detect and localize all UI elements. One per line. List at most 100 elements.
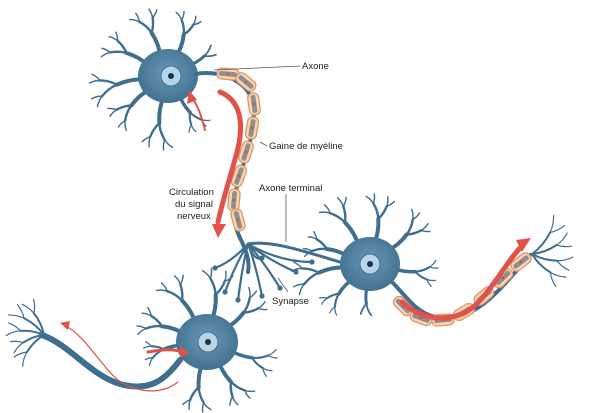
neuron-top-dendrite-branch — [129, 18, 141, 23]
neuron-right-dendrite-branch — [298, 283, 305, 296]
axon-terminal-branch — [246, 242, 282, 290]
neuron-right-dendrite-branch — [411, 208, 414, 221]
neuron-right-dendrite-branch — [412, 212, 421, 221]
neuron-top-dendrite-branch — [175, 11, 183, 21]
neuron-top-dendrite-branch — [203, 53, 217, 58]
neuron-bottom-axon-end-dendrite-branch — [8, 322, 21, 332]
neuron-bottom-dendrite-branch — [197, 386, 205, 404]
myelin-top-node — [237, 174, 241, 178]
label-circulation-1: Circulation — [169, 187, 214, 198]
neuron-bottom-dendrite-branch — [144, 357, 154, 361]
neuron-top-dendrite-branch — [124, 119, 127, 132]
neuron-right-dendrite-branch — [428, 259, 437, 268]
neuron-bottom-dendrite-branch — [242, 307, 260, 314]
neuron-bottom-dendrite-branch — [155, 289, 168, 292]
neuron-bottom-dendrite-branch — [173, 275, 182, 285]
neuron-right-dendrite-branch — [386, 196, 389, 207]
neuron-right-dendrite-branch — [293, 261, 303, 270]
axon-terminal-link — [246, 241, 342, 264]
neuron-bottom-dendrite-branch — [257, 307, 268, 311]
neuron-right-axon-end-dendrite-branch — [556, 260, 570, 271]
neuron-right-axon-end-dendrite-branch — [549, 271, 567, 278]
neuron-right-dendrite-branch — [342, 196, 347, 207]
label-gaine: Gaine de myéline — [269, 141, 343, 152]
neuron-bottom-axon — [39, 332, 183, 390]
synapse-bulb — [277, 285, 283, 291]
synapse-bulb — [309, 259, 315, 265]
neuron-bottom-dendrite-branch — [267, 354, 278, 359]
neuron-top-dendrite-branch — [158, 122, 166, 141]
arrowhead-axon-right — [516, 238, 531, 252]
neuron-right-dendrite-branch — [372, 202, 380, 220]
neuron-right-dendrite-branch — [426, 278, 432, 287]
leader-synapse — [277, 277, 289, 293]
neuron-right-axon-end-dendrite-branch — [531, 253, 559, 262]
neuron-bottom-dendrite-branch — [243, 389, 256, 393]
neuron-top-dendrite-branch — [149, 122, 161, 138]
neuron-bottom-dendrite-branch — [160, 282, 168, 292]
neuron-bottom-dendrite-branch — [209, 277, 217, 296]
arrowhead-dendrite-bottom — [180, 346, 189, 358]
neuron-bottom-axon-end-dendrite-branch — [22, 351, 28, 367]
neuron-top-dendrite-branch — [123, 104, 133, 122]
neuron-bottom-dendrite-branch — [249, 290, 258, 299]
neuron-bottom-dendrite-branch — [137, 327, 147, 336]
neuron-bottom-dendrite-branch — [267, 348, 277, 357]
neuron-bottom-dendrite-branch — [242, 296, 252, 314]
neuron-bottom-dendrite-branch — [224, 270, 227, 282]
neuron-right-axon-end-dendrite-branch — [549, 271, 557, 288]
myelin-top-node — [236, 218, 240, 222]
neuron-bottom-dendrite-branch — [229, 380, 246, 392]
neuron-right-dendrite-branch — [359, 302, 368, 315]
neuron-right-dendrite-branch — [329, 212, 347, 224]
neuron-right-dendrite-branch — [300, 267, 320, 274]
neuron-bottom-dendrite-branch — [189, 386, 200, 402]
synapse-bulb — [293, 269, 299, 275]
neuron-top-dendrite-branch — [96, 95, 103, 108]
neuron-right-dendrite-branch — [321, 297, 328, 305]
neuron-right-dendrite-branch — [365, 302, 373, 317]
neuron-bottom-dendrite-branch — [251, 354, 270, 359]
neuron-bottom-dendrite-branch — [262, 367, 267, 377]
neuron-right-dendrite-branch — [313, 231, 318, 241]
neuron-right-dendrite-branch — [315, 238, 328, 251]
neuron-bottom-dendrite-branch — [179, 283, 184, 302]
neuron-bottom-dendrite-branch — [201, 270, 212, 279]
neuron-bottom-dendrite-branch — [166, 290, 184, 302]
neuron-top-dendrite-branch — [115, 31, 119, 42]
neuron-bottom-dendrite-branch — [147, 306, 152, 317]
neuron-bottom-dendrite-branch — [248, 286, 251, 299]
neuron-top-dendrite-branch — [88, 79, 101, 84]
myelin-top-node — [252, 102, 256, 106]
neuron-top-dendrite-branch — [188, 111, 193, 127]
neuron-top-dendrite-branch — [109, 109, 118, 117]
myelin-right-node — [501, 276, 505, 280]
signal-arrow-dendrite-top — [191, 97, 206, 131]
arrowhead-axon-top — [212, 224, 226, 238]
neuron-top-dendrite-branch — [141, 136, 151, 143]
neuron-top-dendrite-branch — [117, 119, 126, 128]
neuron-bottom-axon-end-dendrite-branch — [5, 330, 21, 337]
signal-arrow-axon-top — [215, 89, 243, 225]
neuron-right-dendrite-branch — [414, 270, 428, 281]
neuron-top-dendrite-branch — [90, 95, 103, 100]
neuron-top-dendrites — [88, 8, 217, 151]
neuron-top-dendrite-branch — [188, 124, 192, 133]
axon-terminal-branch — [236, 242, 250, 302]
neuron-top-dendrite-branch — [101, 47, 112, 54]
myelin-right-node — [519, 260, 523, 264]
neuron-bottom-dendrite-branch — [214, 280, 226, 296]
neuron-top-dendrite-branch — [108, 35, 119, 42]
axon-terminal-branch — [246, 242, 314, 264]
neuron-top — [88, 8, 217, 151]
neuron-right-dendrite-branch — [307, 236, 318, 241]
labels: Axone Gaine de myéline Circulation du si… — [169, 61, 343, 307]
neuron-top-dendrite-branch — [148, 136, 151, 148]
neuron-bottom-dendrite-branch — [202, 401, 212, 411]
neuron-top-dendrite-branch — [180, 18, 186, 36]
neuron-bottom-axon-end-dendrite-branch — [16, 304, 25, 319]
neuron-right-dendrite-branch — [428, 266, 439, 269]
neuron-top-dendrite-branch — [150, 16, 155, 34]
neuron-right-dendrite-branch — [405, 229, 423, 236]
